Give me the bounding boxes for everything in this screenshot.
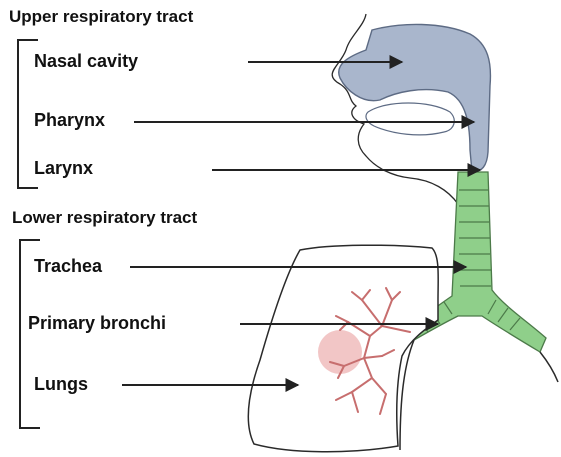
lower-tract-title: Lower respiratory tract [12, 209, 197, 226]
right-lung-edge [400, 340, 558, 450]
heart-shadow [318, 330, 362, 374]
upper-tract-title: Upper respiratory tract [9, 8, 193, 25]
label-nasal-cavity: Nasal cavity [34, 52, 138, 70]
label-pharynx: Pharynx [34, 111, 105, 129]
label-lungs: Lungs [34, 375, 88, 393]
label-trachea: Trachea [34, 257, 102, 275]
tongue-shape [366, 103, 454, 135]
label-primary-bronchi: Primary bronchi [28, 314, 166, 332]
label-larynx: Larynx [34, 159, 93, 177]
